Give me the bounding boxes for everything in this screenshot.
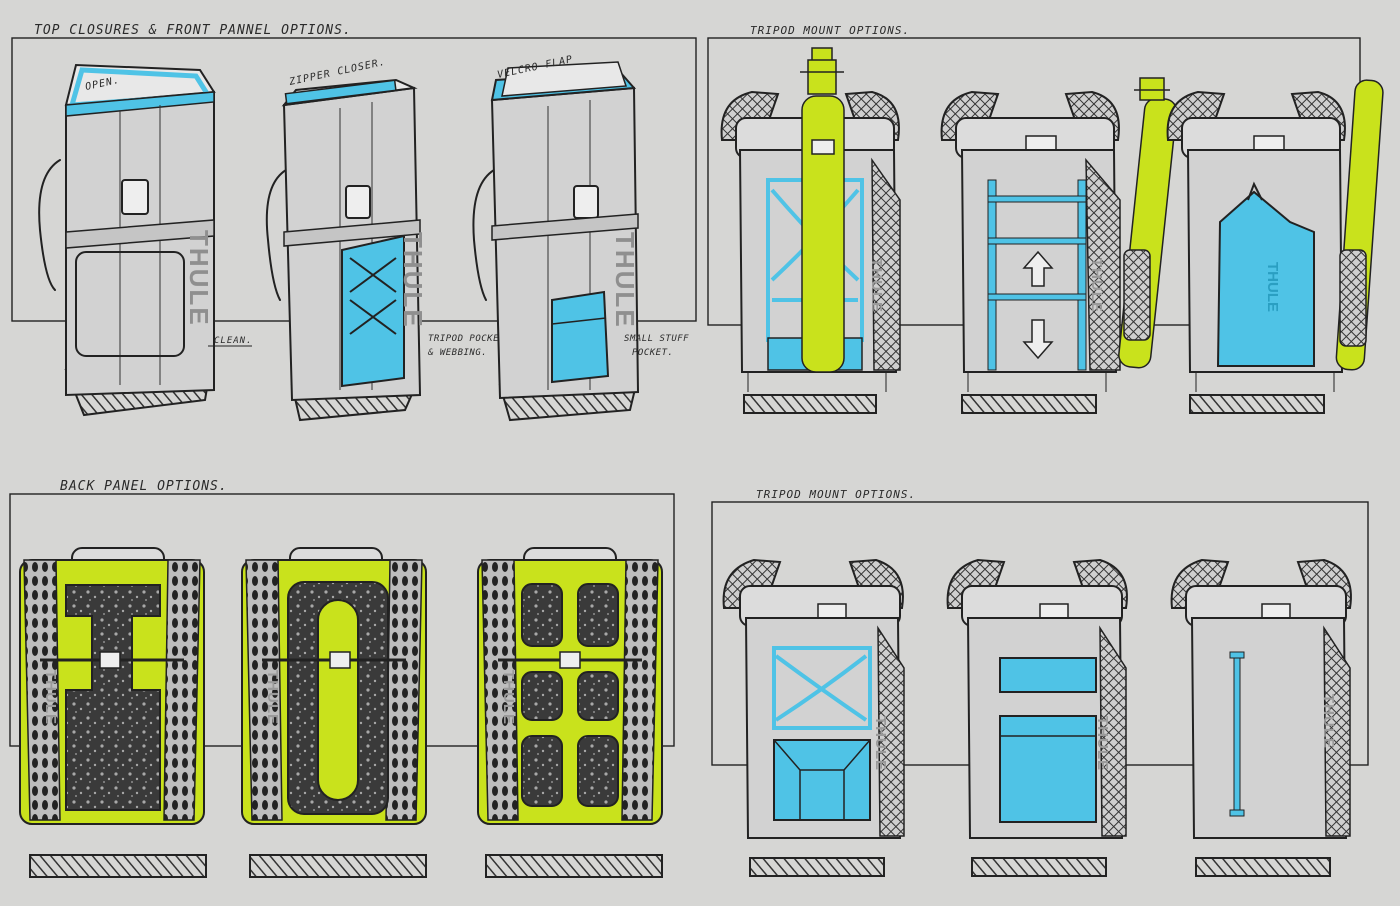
back-panel-h-pads: THULE — [19, 547, 207, 878]
brand-logo: THULE — [868, 258, 885, 313]
pack-tripod-ladder: THULE — [940, 77, 1178, 414]
label-tripod-pocket-1: TRIPOD POCKET — [428, 334, 505, 344]
section-title: BACK PANEL OPTIONS. — [60, 479, 228, 494]
pack-front-webbing: THULE — [722, 558, 905, 877]
back-panel-center-channel: THULE — [241, 547, 427, 878]
brand-logo: THULE — [1264, 262, 1281, 312]
bag-zipper: THULE — [265, 78, 428, 422]
section-tripod-2: TRIPOD MOUNT OPTIONS. THULE — [711, 488, 1369, 877]
section-back-panel: BACK PANEL OPTIONS. THULE THULE — [9, 479, 675, 878]
label-clean: CLEAN. — [214, 336, 253, 346]
brand-logo: THULE — [1320, 694, 1337, 749]
label-tripod-pocket-2: & WEBBING. — [427, 348, 487, 358]
pack-tripod-sleeve: THULE — [1166, 79, 1384, 414]
section-tripod-1: TRIPOD MOUNT OPTIONS. THULE — [707, 24, 1384, 414]
section-title: TRIPOD MOUNT OPTIONS. — [750, 24, 910, 37]
bag-open: THULE — [38, 63, 216, 417]
pack-tripod-webbing: THULE — [720, 47, 901, 414]
brand-logo: THULE — [1094, 716, 1111, 771]
section-title: TRIPOD MOUNT OPTIONS. — [756, 488, 916, 501]
pack-front-pocket: THULE — [946, 558, 1128, 877]
brand-logo: THULE — [264, 670, 281, 725]
brand-logo: THULE — [42, 670, 59, 725]
label-small-stuff-2: POCKET. — [632, 348, 673, 358]
brand-logo: THULE — [610, 232, 640, 329]
pack-side-zip: THULE — [1170, 558, 1352, 877]
brand-logo: THULE — [872, 716, 889, 771]
section-title: TOP CLOSURES & FRONT PANNEL OPTIONS. — [34, 23, 352, 38]
bag-velcro: THULE — [472, 61, 640, 422]
section-top-closures: TOP CLOSURES & FRONT PANNEL OPTIONS. THU… — [11, 23, 697, 422]
label-small-stuff-1: SMALL STUFF — [624, 334, 689, 344]
brand-logo: THULE — [184, 230, 214, 327]
brand-logo: THULE — [398, 232, 428, 329]
brand-logo: THULE — [500, 670, 517, 725]
back-panel-grid-pads: THULE — [477, 547, 663, 878]
brand-logo: THULE — [1088, 258, 1105, 313]
